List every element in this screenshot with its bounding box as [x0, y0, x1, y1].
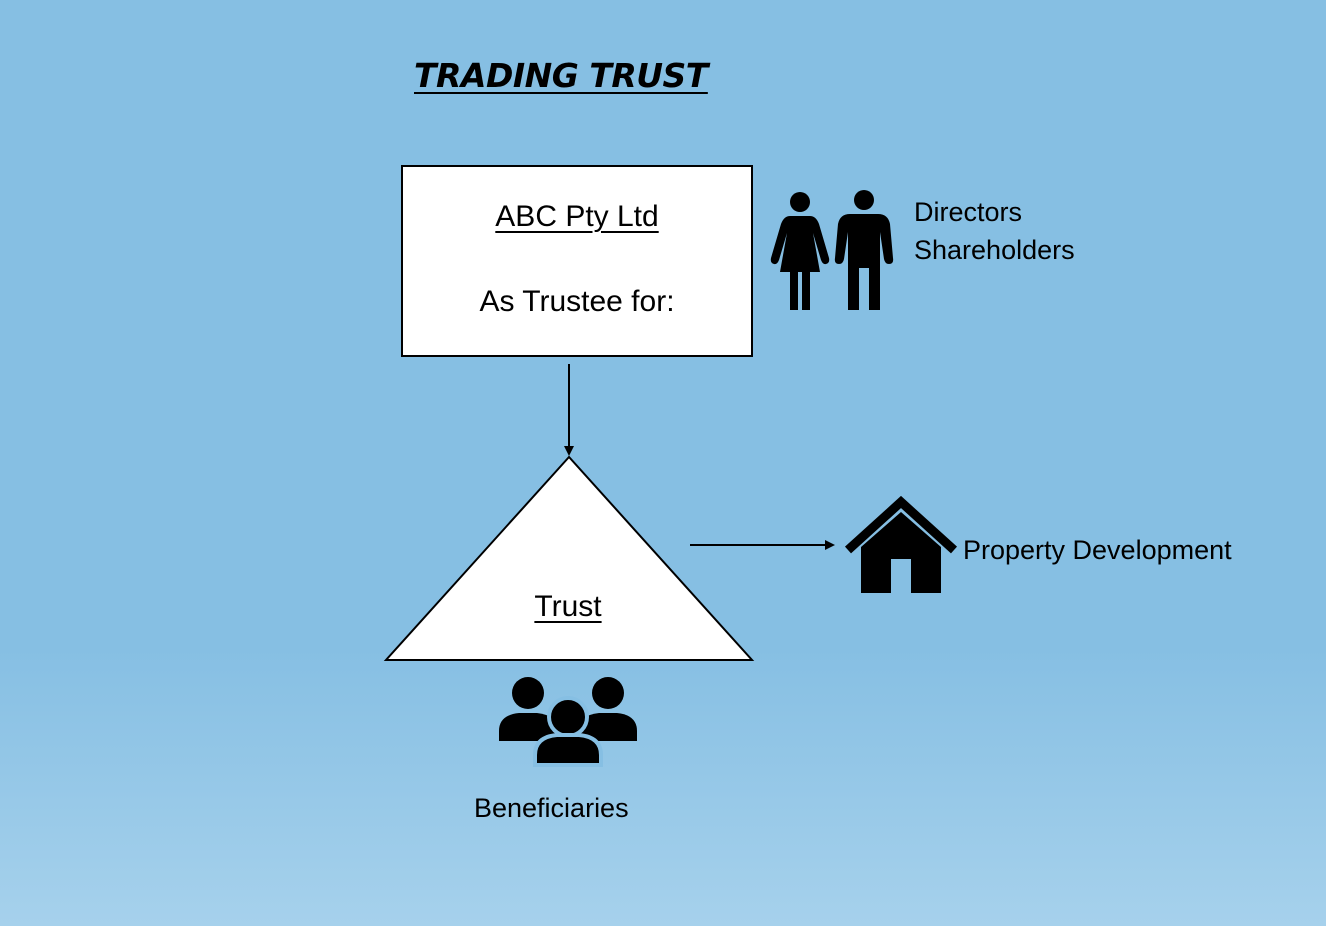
- directors-shareholders-labels: Directors Shareholders: [914, 193, 1075, 269]
- man-woman-icon: [768, 188, 898, 318]
- trustee-box: ABC Pty Ltd As Trustee for:: [401, 165, 753, 357]
- diagram-title: TRADING TRUST: [414, 56, 708, 95]
- directors-label: Directors: [914, 197, 1023, 227]
- property-development-label: Property Development: [963, 535, 1232, 565]
- trust-label: Trust: [534, 590, 602, 623]
- house-icon: [843, 495, 959, 600]
- trustee-role: As Trustee for:: [479, 285, 675, 318]
- trust-triangle: [383, 455, 755, 661]
- trust-to-property-arrowhead: [825, 540, 835, 550]
- shareholders-label: Shareholders: [914, 235, 1075, 265]
- trustee-to-trust-arrowhead: [564, 446, 574, 456]
- trustee-name: ABC Pty Ltd: [495, 200, 659, 233]
- beneficiaries-label: Beneficiaries: [474, 793, 629, 823]
- group-people-icon: [497, 675, 642, 772]
